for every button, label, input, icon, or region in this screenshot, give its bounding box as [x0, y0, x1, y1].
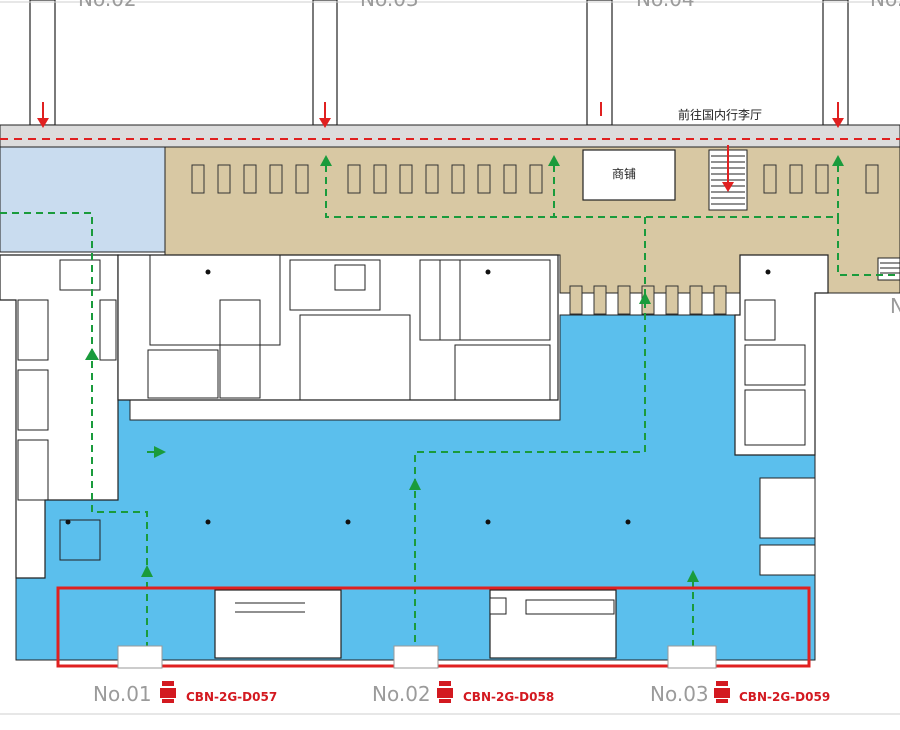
gate-number-3: No.03: [650, 682, 709, 706]
right-gate-partial: N: [890, 294, 900, 318]
gate-number-1: No.01: [93, 682, 152, 706]
gate-code-2: CBN-2G-D058: [463, 690, 554, 704]
top-jet-bridges: [0, 0, 900, 126]
gate-door-3: [667, 645, 717, 669]
gate-marker-icon: [160, 681, 730, 703]
top-gate-label-3: No.04: [636, 0, 695, 11]
top-gate-label-4: No.: [870, 0, 900, 11]
seat-rows: [191, 164, 879, 315]
red-entry-arrows: [37, 102, 844, 192]
gate-door-2: [393, 645, 439, 669]
top-gate-label-2: No.03: [360, 0, 419, 11]
shop-block: [582, 149, 676, 201]
structural-columns: [65, 269, 771, 525]
domestic-baggage-direction: 前往国内行李厅: [678, 107, 762, 122]
shop-label: 商铺: [612, 166, 636, 181]
gate-door-1: [117, 645, 163, 669]
left-service-rooms: [0, 254, 119, 579]
green-route-arrows: [85, 155, 844, 582]
light-blue-zone: [0, 146, 166, 253]
gate-code-1: CBN-2G-D057: [186, 690, 277, 704]
gate-number-2: No.02: [372, 682, 431, 706]
central-service-rooms: [117, 254, 559, 401]
right-service-rooms: [734, 254, 829, 576]
gate-counter-left: [214, 589, 342, 659]
top-gate-label-1: No.02: [78, 0, 137, 11]
green-route-lines: [0, 165, 900, 650]
stairs-right-icon: [877, 257, 900, 281]
gate-code-3: CBN-2G-D059: [739, 690, 830, 704]
upper-corridor: [0, 124, 900, 148]
